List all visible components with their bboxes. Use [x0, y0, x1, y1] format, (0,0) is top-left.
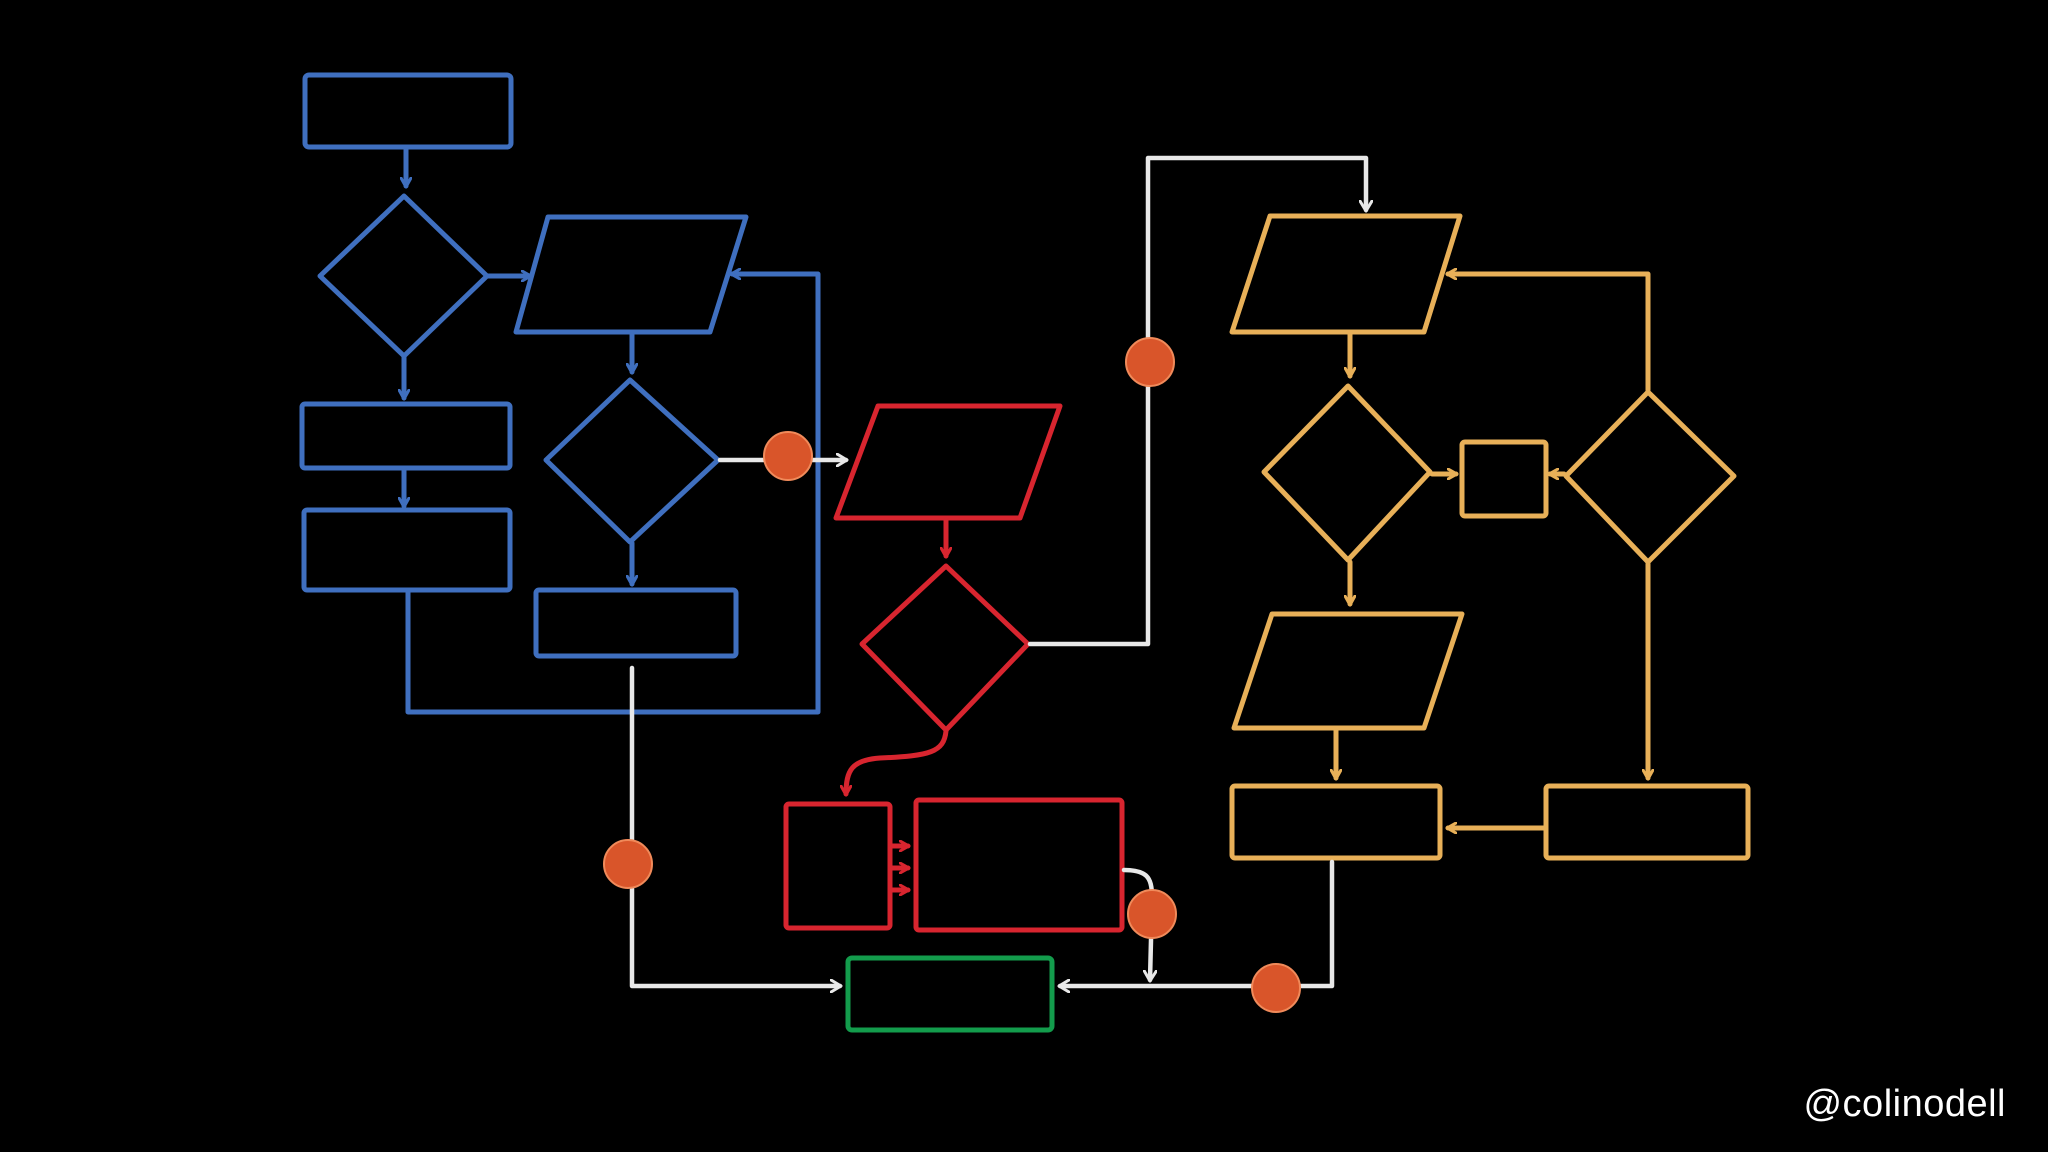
- red-process-box: [913, 797, 1125, 933]
- red-flow-group: [783, 403, 1125, 933]
- orange-decision-diamond: [1563, 389, 1737, 565]
- blue-decision-diamond: [543, 377, 721, 545]
- orange-decision-diamond: [1261, 383, 1433, 563]
- orange-flow-group: [1229, 213, 1751, 861]
- orange-process-box: [1543, 783, 1751, 861]
- marker-dot: [603, 839, 653, 889]
- marker-dot: [1251, 963, 1301, 1013]
- blue-process-box: [301, 507, 513, 593]
- red-process-box: [783, 801, 893, 931]
- marker-dot: [1127, 889, 1177, 939]
- white-connector: [629, 665, 840, 986]
- marker-dots: [603, 337, 1301, 1013]
- orange-process-box: [1459, 439, 1549, 519]
- white-connector: [1027, 155, 1366, 647]
- orange-io-parallelogram: [1229, 213, 1463, 335]
- red-decision-diamond: [859, 563, 1031, 733]
- blue-decision-diamond: [317, 193, 490, 359]
- red-connector: [846, 728, 949, 797]
- blue-flow-group: [299, 72, 821, 715]
- green-end-box: [845, 955, 1055, 1033]
- blue-process-box: [533, 587, 739, 659]
- marker-dot: [763, 431, 813, 481]
- blue-loop-line: [405, 274, 821, 715]
- red-io-parallelogram: [833, 403, 1063, 521]
- blue-start-box: [302, 72, 514, 150]
- orange-loop-line: [1445, 274, 1651, 393]
- white-connector: [1060, 859, 1335, 986]
- white-connectors: [629, 155, 1366, 986]
- blue-process-box: [299, 401, 513, 471]
- blue-io-parallelogram: [513, 214, 749, 335]
- orange-io-parallelogram: [1231, 611, 1465, 731]
- green-end-group: [845, 955, 1055, 1033]
- orange-process-box: [1229, 783, 1443, 861]
- author-handle: @colinodell: [1803, 1083, 2006, 1125]
- marker-dot: [1125, 337, 1175, 387]
